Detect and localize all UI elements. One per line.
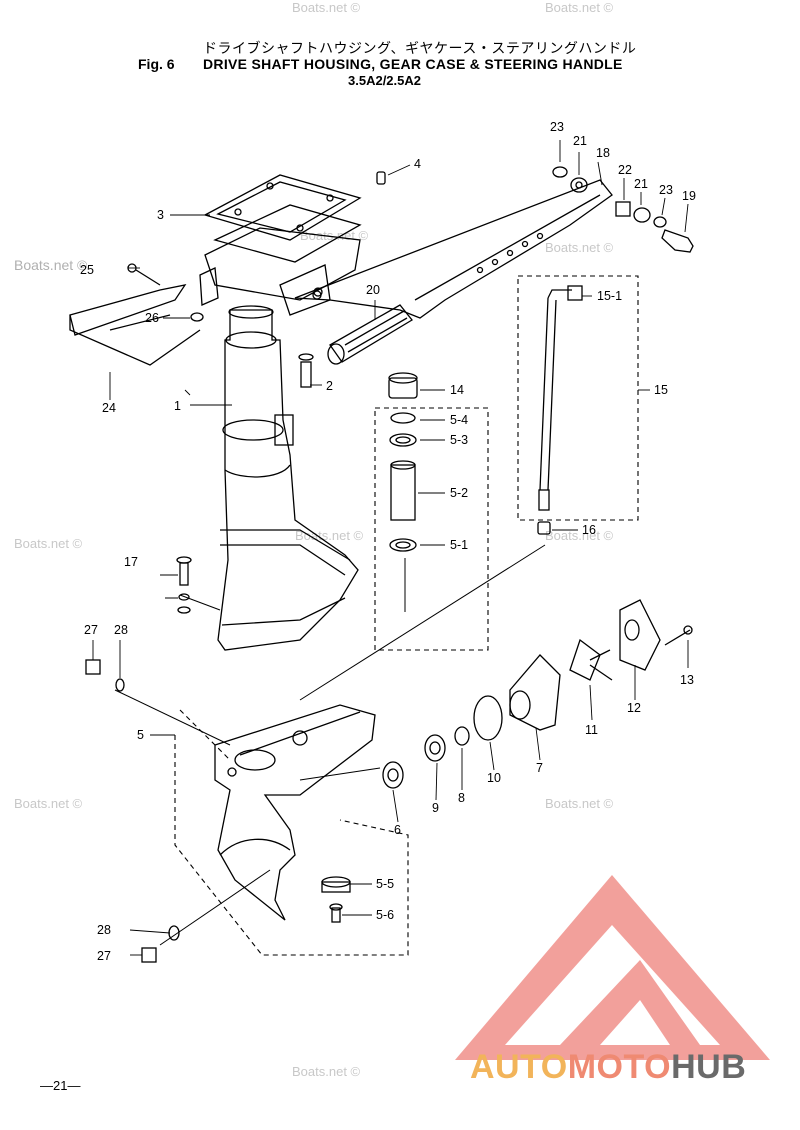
callout: 17 bbox=[124, 555, 138, 569]
watermark-group: Boats.net © Boats.net © Boats.net © Boat… bbox=[14, 0, 614, 1079]
callout: 5-6 bbox=[376, 908, 394, 922]
grip-part bbox=[327, 304, 413, 365]
callout: 25 bbox=[80, 263, 94, 277]
callout: 7 bbox=[536, 761, 543, 775]
callout: 22 bbox=[618, 163, 632, 177]
anode-parts bbox=[321, 876, 351, 923]
watermark: Boats.net © bbox=[545, 528, 614, 543]
drive-shaft-housing-part bbox=[217, 305, 359, 651]
callout: 4 bbox=[414, 157, 421, 171]
brand-part-hub: HUB bbox=[671, 1048, 747, 1086]
callout: 23 bbox=[550, 120, 564, 134]
drain-plug-parts bbox=[85, 659, 180, 963]
callout: 5-5 bbox=[376, 877, 394, 891]
callout: 19 bbox=[682, 189, 696, 203]
callout: 23 bbox=[659, 183, 673, 197]
english-title: DRIVE SHAFT HOUSING, GEAR CASE & STEERIN… bbox=[203, 56, 623, 72]
callout: 20 bbox=[366, 283, 380, 297]
model-numbers: 3.5A2/2.5A2 bbox=[348, 73, 421, 88]
assembly-group-outline bbox=[174, 275, 639, 956]
watermark: Boats.net © bbox=[545, 796, 614, 811]
callout: 5-2 bbox=[450, 486, 468, 500]
callout: 16 bbox=[582, 523, 596, 537]
bolt-part bbox=[176, 556, 192, 614]
callout-labels: 1 2 3 4 5 5-1 5-2 5-3 5-4 5-5 5-6 6 7 8 … bbox=[80, 120, 696, 963]
dowel-pin-part bbox=[376, 171, 386, 185]
screw-part bbox=[190, 312, 204, 322]
callout: 5-4 bbox=[450, 413, 468, 427]
callout: 21 bbox=[634, 177, 648, 191]
callout: 15-1 bbox=[597, 289, 622, 303]
watermark: Boats.net © bbox=[292, 1064, 361, 1079]
callout: 5-1 bbox=[450, 538, 468, 552]
callout: 10 bbox=[487, 771, 501, 785]
callout: 1 bbox=[174, 399, 181, 413]
watermark: Boats.net © bbox=[545, 0, 614, 15]
callout: 27 bbox=[84, 623, 98, 637]
watermark: Boats.net © bbox=[292, 0, 361, 15]
callout: 28 bbox=[114, 623, 128, 637]
callout: 9 bbox=[432, 801, 439, 815]
callout: 14 bbox=[450, 383, 464, 397]
callout: 2 bbox=[326, 379, 333, 393]
callout: 21 bbox=[573, 134, 587, 148]
watermark: Boats.net © bbox=[14, 796, 83, 811]
steering-handle-part bbox=[294, 179, 613, 319]
watermark: Boats.net © bbox=[14, 257, 88, 273]
bolt-part bbox=[298, 353, 314, 388]
callout: 3 bbox=[157, 208, 164, 222]
pump-bushing-parts bbox=[388, 372, 418, 552]
handle-hardware-parts bbox=[552, 166, 694, 253]
brand-wordmark: AUTOMOTOHUB bbox=[470, 1048, 746, 1087]
brand-part-moto: MOTO bbox=[567, 1048, 672, 1086]
page-number: —21— bbox=[40, 1078, 81, 1093]
figure-label: Fig. 6 bbox=[138, 56, 175, 72]
housing-bracket-part bbox=[199, 204, 362, 316]
callout: 28 bbox=[97, 923, 111, 937]
water-pump-parts bbox=[382, 599, 693, 789]
watermark: Boats.net © bbox=[14, 536, 83, 551]
brand-logo-icon bbox=[455, 875, 770, 1060]
gear-case-part bbox=[214, 704, 376, 921]
leader-lines bbox=[114, 544, 546, 946]
callout: 27 bbox=[97, 949, 111, 963]
watermark: Boats.net © bbox=[545, 240, 614, 255]
callout: 11 bbox=[585, 723, 598, 737]
callout: 5-3 bbox=[450, 433, 468, 447]
callout: 6 bbox=[394, 823, 401, 837]
callout-leaders bbox=[92, 140, 689, 956]
watermark: Boats.net © bbox=[300, 228, 369, 243]
callout: 8 bbox=[458, 791, 465, 805]
shift-rod-part bbox=[537, 285, 583, 535]
callout: 18 bbox=[596, 146, 610, 160]
tiller-bracket-part bbox=[69, 284, 201, 366]
page-header: ドライブシャフトハウジング、ギヤケース・ステアリングハンドル Fig. 6 DR… bbox=[0, 0, 800, 100]
brand-part-auto: AUTO bbox=[470, 1048, 568, 1086]
callout: 24 bbox=[102, 401, 116, 415]
watermark: Boats.net © bbox=[295, 528, 364, 543]
japanese-title: ドライブシャフトハウジング、ギヤケース・ステアリングハンドル bbox=[203, 41, 637, 57]
callout: 5 bbox=[137, 728, 144, 742]
callout: 12 bbox=[627, 701, 641, 715]
callout: 15 bbox=[654, 383, 668, 397]
gasket-part bbox=[203, 174, 362, 241]
callout: 13 bbox=[680, 673, 694, 687]
callout: 26 bbox=[145, 311, 159, 325]
